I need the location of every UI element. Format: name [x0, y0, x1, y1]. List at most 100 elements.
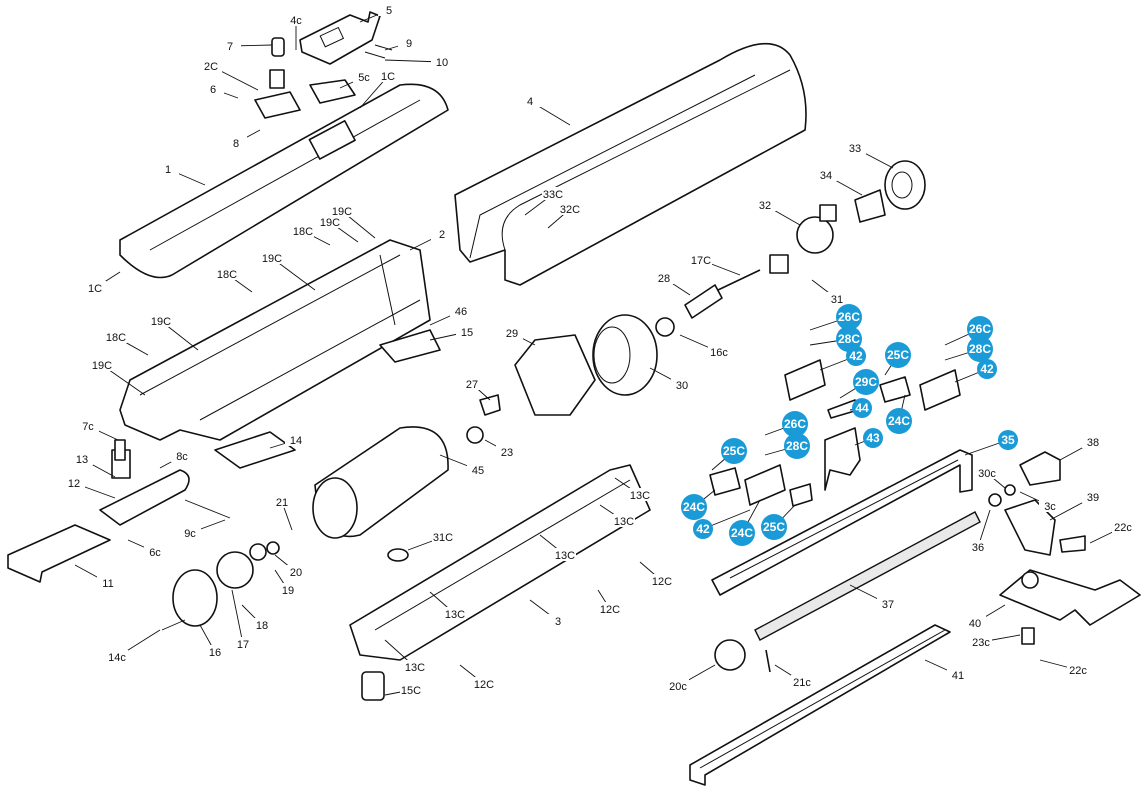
part-label: 38 [1087, 437, 1099, 449]
part-label: 33 [849, 143, 861, 155]
part-label: 18 [256, 620, 268, 632]
part-worm-screw [754, 511, 981, 641]
part-label: 7c [82, 421, 94, 433]
label-background [150, 314, 172, 327]
part-label: 46 [455, 306, 467, 318]
label-background [216, 267, 238, 280]
label-background [826, 292, 848, 305]
label-background [97, 576, 119, 589]
label-background [232, 637, 254, 650]
part-base [349, 464, 651, 661]
label-background [1039, 499, 1061, 512]
label-background [71, 452, 93, 465]
badge-label: 43 [866, 431, 880, 445]
label-background [285, 433, 307, 446]
part-label: 18C [106, 332, 126, 344]
label-background [144, 545, 166, 558]
part-label: 23 [501, 447, 513, 459]
callout-badge [886, 408, 912, 434]
label-background [1082, 435, 1104, 448]
part-label: 21c [793, 677, 811, 689]
label-background [473, 677, 495, 690]
part-label: 17 [237, 639, 249, 651]
part-label: 13C [614, 516, 634, 528]
part-label: 11 [102, 578, 113, 590]
part-label: 22c [1114, 522, 1132, 534]
label-background [251, 618, 273, 631]
label-background [877, 597, 899, 610]
part-key [271, 37, 285, 57]
label-background [467, 463, 489, 476]
label-background [791, 675, 813, 688]
label-background [554, 548, 576, 561]
part-label: 13C [445, 609, 465, 621]
part-label: 41 [952, 670, 964, 682]
badge-label: 29C [855, 375, 877, 389]
part-label: 12 [68, 478, 80, 490]
badge-label: 25C [763, 520, 785, 534]
part-bearing-33 [884, 160, 926, 210]
label-background [106, 650, 128, 663]
callout-badge [761, 514, 787, 540]
part-label: 13C [555, 550, 575, 562]
label-background [444, 607, 466, 620]
part-label: 3 [555, 616, 561, 628]
badge-label: 28C [969, 342, 991, 356]
label-background [547, 614, 569, 627]
label-background [277, 583, 299, 596]
part-label: 17C [691, 255, 711, 267]
part-label: 22c [1069, 665, 1087, 677]
part-label: 13 [76, 454, 88, 466]
callout-badge [967, 336, 993, 362]
part-rail [689, 624, 951, 786]
label-background [667, 679, 689, 692]
part-label: 2C [204, 61, 218, 73]
part-label: 4c [290, 15, 302, 27]
part-label: 34 [820, 170, 832, 182]
part-label: 21 [276, 497, 288, 509]
parts-drawing [7, 11, 1141, 786]
part-label: 32 [759, 200, 771, 212]
label-background [844, 141, 866, 154]
callout-badge [836, 304, 862, 330]
badge-label: 28C [786, 439, 808, 453]
label-background [378, 3, 400, 16]
label-background [202, 82, 224, 95]
label-background [271, 495, 293, 508]
label-background [77, 419, 99, 432]
label-background [157, 162, 179, 175]
leader-line [231, 589, 244, 645]
part-label: 40 [969, 618, 981, 630]
label-background [496, 445, 518, 458]
part-label: 29 [506, 328, 518, 340]
part-label: 6c [149, 547, 161, 559]
part-label: 1C [381, 71, 395, 83]
label-background [331, 204, 353, 217]
part-label: 39 [1087, 492, 1099, 504]
part-label: 1 [165, 164, 171, 176]
label-background [84, 281, 106, 294]
label-background [450, 304, 472, 317]
part-label: 32C [560, 204, 580, 216]
label-background [1067, 663, 1089, 676]
callout-badge [721, 438, 747, 464]
callout-badge [782, 411, 808, 437]
part-lid [119, 83, 449, 279]
label-background [398, 36, 420, 49]
part-label: 19 [282, 585, 294, 597]
label-background [285, 565, 307, 578]
part-label: 23c [972, 637, 990, 649]
part-label: 14 [290, 435, 302, 447]
badge-label: 44 [855, 401, 869, 415]
part-label: 7 [227, 41, 233, 53]
part-label: 19C [262, 253, 282, 265]
part-label: 30 [676, 380, 688, 392]
part-label: 5c [358, 72, 370, 84]
badge-label: 24C [888, 414, 910, 428]
part-label: 2 [439, 229, 445, 241]
label-background [461, 377, 483, 390]
label-background [225, 136, 247, 149]
part-label: 12C [474, 679, 494, 691]
part-label: 18C [217, 269, 237, 281]
